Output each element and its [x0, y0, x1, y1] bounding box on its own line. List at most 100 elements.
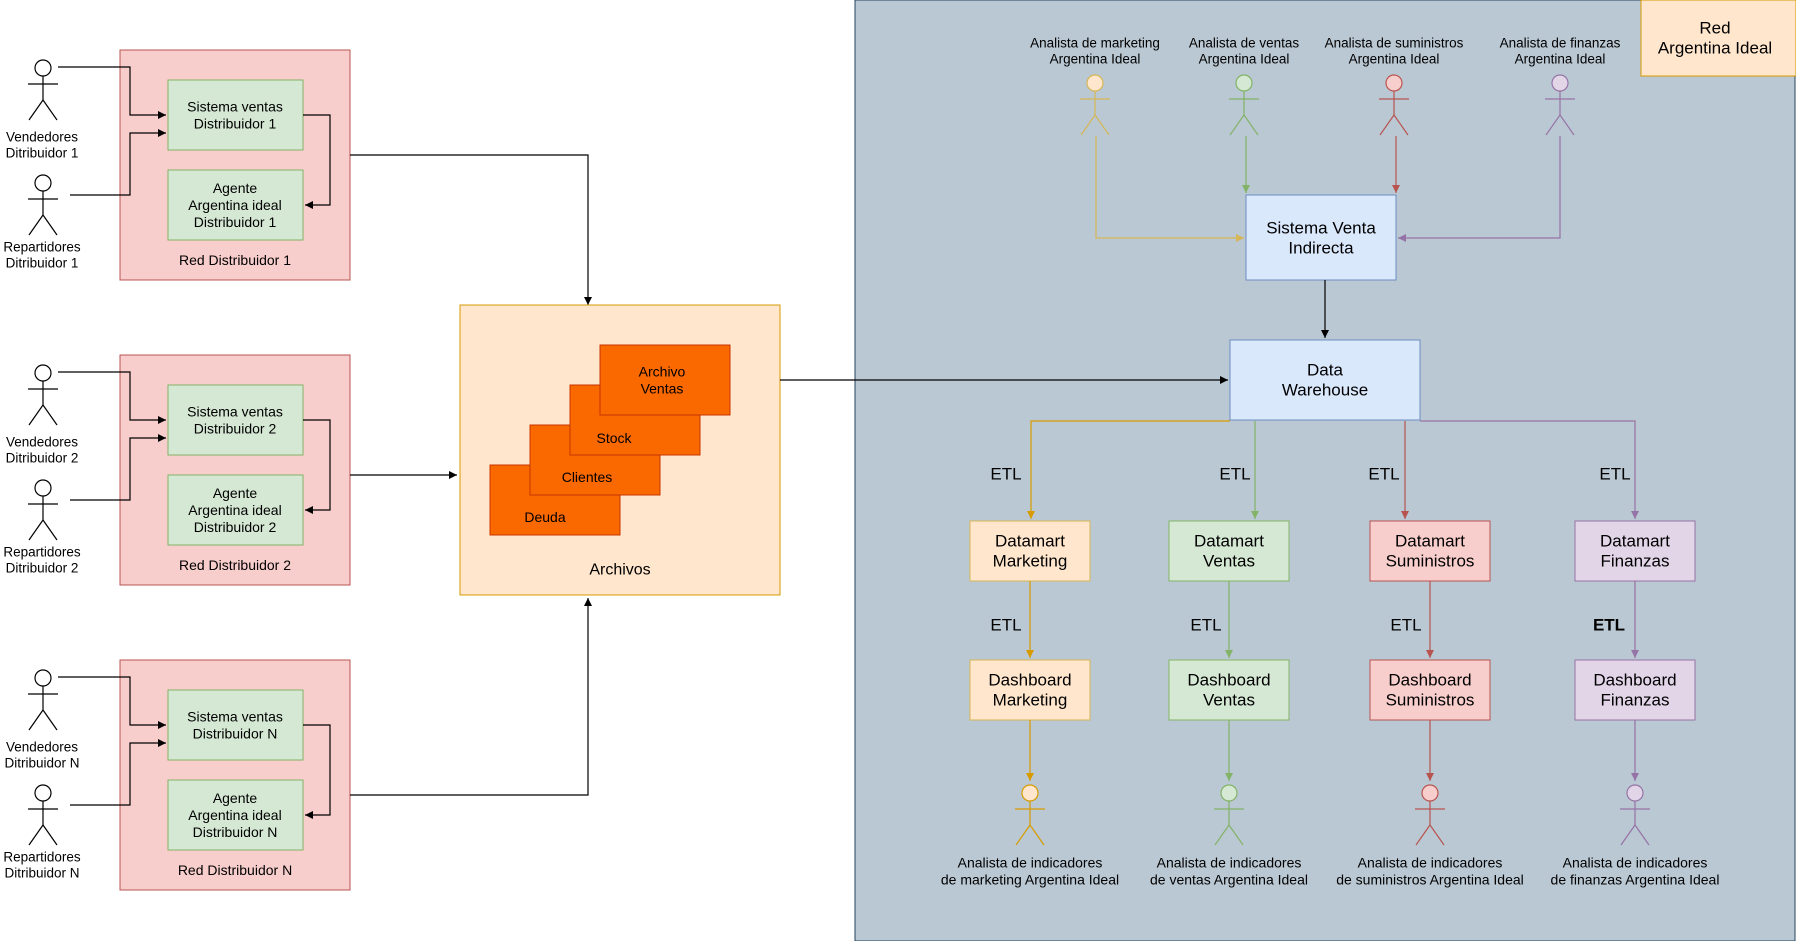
agent-box-2[interactable]	[167, 474, 304, 546]
sales-system-label: Sistema ventas	[187, 99, 283, 115]
datamart-label: Datamart	[995, 531, 1065, 550]
sellers-label: Ditribuidor N	[4, 756, 79, 771]
dashboard-label: Marketing	[993, 691, 1068, 710]
system-to-agent-arrow	[303, 724, 331, 819]
etl-label: ETL	[1219, 465, 1250, 484]
sales-system-box-1[interactable]	[167, 79, 304, 151]
indicator-analyst-icon	[1214, 784, 1244, 846]
deliverer-actor-icon	[28, 784, 58, 846]
dashboard-label: Finanzas	[1601, 691, 1670, 710]
top-analyst-label: Analista de ventas	[1189, 35, 1300, 50]
file-label: Clientes	[562, 469, 613, 485]
sales-system-box-3[interactable]	[167, 689, 304, 761]
indicator-analyst-icon	[1415, 784, 1445, 846]
dashboard-label: Dashboard	[1593, 670, 1676, 689]
finance-analyst-arrow	[1398, 136, 1561, 242]
datamart-label: Datamart	[1395, 531, 1465, 550]
sellers-label: Vendedores	[6, 129, 78, 144]
sales-system-label: Distribuidor 1	[194, 115, 277, 131]
network-label: Red Distribuidor 2	[179, 557, 291, 573]
deliverers-label: Repartidores	[3, 849, 81, 864]
etl-label: ETL	[1368, 465, 1399, 484]
data-warehouse-label: Data	[1307, 360, 1343, 379]
agent-label: Argentina ideal	[188, 197, 281, 213]
dashboard-label: Dashboard	[1187, 670, 1270, 689]
sales-system-indirect-box[interactable]	[1245, 194, 1397, 281]
data-warehouse-label: Warehouse	[1282, 381, 1368, 400]
datamart-label: Ventas	[1203, 552, 1255, 571]
datamart-box-1[interactable]	[1168, 520, 1290, 582]
indicator-analyst-label: de suministros Argentina Ideal	[1336, 871, 1524, 887]
red-argentina-panel	[854, 0, 1796, 941]
dashboard-box-0[interactable]	[969, 659, 1091, 721]
deliverers-label: Ditribuidor 1	[6, 256, 79, 271]
etl-label: ETL	[990, 465, 1021, 484]
datamart-label: Suministros	[1386, 552, 1475, 571]
sales-system-label: Sistema ventas	[187, 709, 283, 725]
etl-label: ETL	[1390, 616, 1421, 635]
dashboard-box-1[interactable]	[1168, 659, 1290, 721]
seller-actor-icon	[28, 364, 58, 426]
datamart-label: Datamart	[1600, 531, 1670, 550]
red-argentina-title: Red	[1699, 18, 1730, 37]
etl-label: ETL	[1190, 616, 1221, 635]
top-analyst-label: Analista de finanzas	[1500, 35, 1621, 50]
sellers-label: Ditribuidor 1	[6, 146, 79, 161]
agent-box-3[interactable]	[167, 779, 304, 851]
agent-label: Agente	[213, 485, 258, 501]
etl-arrow-datamart	[1027, 420, 1230, 519]
deliverer-actor-icon	[28, 479, 58, 541]
file-box-3[interactable]	[599, 344, 731, 416]
deliverers-label: Ditribuidor 2	[6, 561, 79, 576]
top-analyst-label: Analista de marketing	[1030, 35, 1160, 50]
indicator-analyst-label: de marketing Argentina Ideal	[941, 871, 1119, 887]
networkN-to-archivos-arrow	[350, 598, 592, 796]
dashboard-label: Dashboard	[988, 670, 1071, 689]
deliverers-label: Repartidores	[3, 239, 81, 254]
agent-box-1[interactable]	[167, 169, 304, 241]
datamart-box-3[interactable]	[1574, 520, 1696, 582]
agent-label: Argentina ideal	[188, 502, 281, 518]
indicator-analyst-icon	[1620, 784, 1650, 846]
agent-label: Agente	[213, 790, 258, 806]
file-label: Deuda	[524, 509, 565, 525]
datamart-box-0[interactable]	[969, 520, 1091, 582]
sellers-label: Vendedores	[6, 739, 78, 754]
agent-label: Agente	[213, 180, 258, 196]
sales-system-indirect-label: Sistema Venta	[1266, 218, 1376, 237]
etl-label: ETL	[990, 616, 1021, 635]
file-label: Stock	[596, 430, 632, 446]
agent-label: Distribuidor 1	[194, 214, 277, 230]
sales-system-label: Distribuidor N	[193, 725, 278, 741]
dashboard-label: Ventas	[1203, 691, 1255, 710]
top-analyst-label: Argentina Ideal	[1050, 52, 1141, 67]
deliverers-label: Ditribuidor N	[4, 866, 79, 881]
dashboard-box-3[interactable]	[1574, 659, 1696, 721]
sales-system-box-2[interactable]	[167, 384, 304, 456]
datamart-label: Datamart	[1194, 531, 1264, 550]
indicator-analyst-label: Analista de indicadores	[1157, 855, 1302, 871]
top-analyst-label: Argentina Ideal	[1199, 52, 1290, 67]
indicator-analyst-label: Analista de indicadores	[958, 855, 1103, 871]
seller-actor-icon	[28, 669, 58, 731]
indicator-analyst-label: de finanzas Argentina Ideal	[1551, 871, 1720, 887]
agent-label: Distribuidor N	[193, 824, 278, 840]
deliverer-to-system-arrow	[70, 129, 166, 196]
dashboard-label: Suministros	[1386, 691, 1475, 710]
indicator-analyst-icon	[1015, 784, 1045, 846]
archivos-label: Archivos	[589, 562, 650, 579]
network-label: Red Distribuidor 1	[179, 252, 291, 268]
analyst-actor-icon	[1080, 74, 1110, 136]
etl-label: ETL	[1599, 465, 1630, 484]
sales-system-indirect-label: Indirecta	[1288, 239, 1354, 258]
dashboard-box-2[interactable]	[1369, 659, 1491, 721]
datamart-label: Finanzas	[1601, 552, 1670, 571]
datamart-label: Marketing	[993, 552, 1068, 571]
etl-arrow-datamart	[1420, 420, 1639, 519]
network-label: Red Distribuidor N	[178, 862, 292, 878]
network1-to-archivos-arrow	[350, 154, 592, 305]
marketing-analyst-arrow	[1095, 136, 1244, 242]
data-warehouse-box[interactable]	[1229, 339, 1421, 421]
sales-system-label: Distribuidor 2	[194, 420, 277, 436]
